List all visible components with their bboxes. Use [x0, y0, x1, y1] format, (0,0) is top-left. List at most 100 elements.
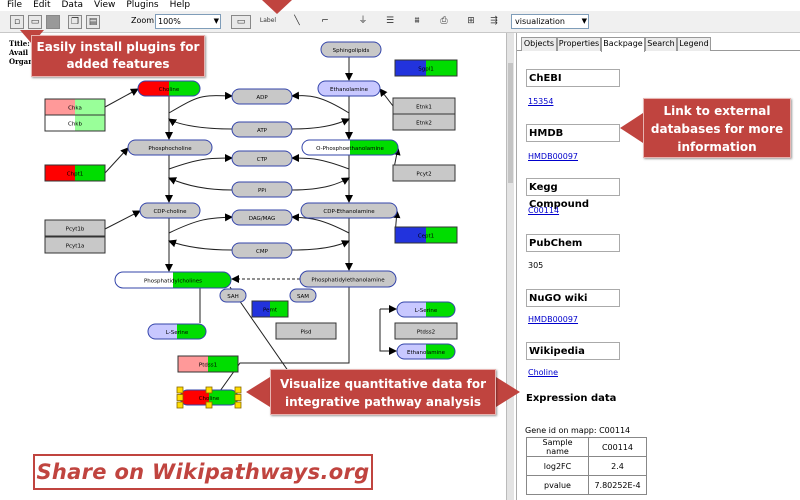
canvas-scrollbar[interactable]: [506, 33, 514, 500]
menu-plugins[interactable]: Plugins: [126, 0, 159, 10]
menu-edit[interactable]: Edit: [33, 0, 51, 10]
open-folder-icon[interactable]: ▭: [28, 15, 42, 29]
node-ethanolamine[interactable]: Ethanolamine: [317, 80, 381, 97]
node-lserine2[interactable]: L-Serine: [396, 301, 456, 318]
node-label: ATP: [257, 128, 268, 134]
node-adp[interactable]: ADP: [231, 88, 293, 105]
node-pcyt1b[interactable]: Pcyt1b: [44, 219, 106, 237]
node-label: Chpt1: [67, 172, 83, 178]
node-ppi[interactable]: PPi: [231, 181, 293, 198]
chebi-link[interactable]: 15354: [528, 97, 554, 106]
pathway-edge: [379, 309, 397, 355]
node-ethanolamine2[interactable]: Ethanolamine: [396, 343, 456, 360]
node-ptdss2[interactable]: Ptdss2: [394, 322, 458, 340]
tab-legend[interactable]: Legend: [677, 37, 711, 51]
node-cdpcholine[interactable]: CDP-choline: [139, 202, 201, 219]
node-phosphatidylcholine[interactable]: Phosphatidylcholines: [114, 271, 232, 289]
selection-handle: [176, 386, 184, 394]
zoom-select[interactable]: 100% ▼: [155, 14, 221, 29]
node-pcyt2[interactable]: Pcyt2: [392, 164, 456, 182]
node-sgpl1[interactable]: Sgpl1: [394, 59, 458, 77]
node-cdpethanol[interactable]: CDP-Ethanolamine: [300, 202, 398, 219]
pathway-diagram[interactable]: CholineSphingolipidsEthanolaminePhosphoc…: [0, 33, 506, 500]
node-pisd[interactable]: Pisd: [275, 322, 337, 340]
node-chpt1[interactable]: Chpt1: [44, 164, 106, 182]
cofactor-edge: [168, 154, 233, 170]
stack-icon[interactable]: ⩩: [414, 16, 420, 26]
node-cept1[interactable]: Cept1: [394, 226, 458, 244]
line-tool-icon[interactable]: ╲: [294, 16, 300, 26]
node-lserine1[interactable]: L-Serine: [147, 323, 207, 340]
tab-objects[interactable]: Objects: [521, 37, 557, 51]
copy-icon[interactable]: ❐: [68, 15, 82, 29]
node-etnk2[interactable]: Etnk2: [392, 113, 456, 131]
align-middle-icon[interactable]: ☰: [385, 16, 395, 26]
node-label: Chka: [68, 106, 82, 112]
tab-properties[interactable]: Properties: [557, 37, 601, 51]
node-sah[interactable]: SAH: [219, 288, 247, 303]
node-phosphatidylethanol[interactable]: Phosphatidylethanolamine: [299, 270, 397, 288]
align-center-icon[interactable]: ⏚: [358, 16, 368, 26]
node-etnk1[interactable]: Etnk1: [392, 97, 456, 115]
toolbar: ▫ ▭ ❐ ▤ Zoom: 100%▼ ▭ Label ╲ ⌐ ⏚ ☰ ⩩ ⎙ …: [0, 11, 800, 33]
gene-product-icon[interactable]: ▭: [231, 15, 251, 29]
node-chka[interactable]: Chka: [44, 98, 106, 116]
node-phosphocholine[interactable]: Phosphocholine: [127, 139, 213, 156]
node-ctp[interactable]: CTP: [231, 150, 293, 167]
menu-data[interactable]: Data: [61, 0, 84, 10]
menu-view[interactable]: View: [94, 0, 116, 10]
share-wikipathways-banner[interactable]: Share on Wikipathways.org: [33, 454, 373, 490]
save-icon[interactable]: [46, 15, 60, 29]
selection-handle: [234, 394, 242, 401]
zoom-value: 100%: [158, 17, 181, 26]
scrollbar-thumb[interactable]: [508, 63, 513, 183]
tab-backpage[interactable]: Backpage: [601, 37, 645, 52]
tab-search[interactable]: Search: [645, 37, 677, 51]
wikipedia-heading: Wikipedia: [526, 342, 620, 360]
node-label: Pcyt2: [416, 172, 431, 178]
node-ptdss1[interactable]: Ptdss1: [177, 355, 239, 373]
wikipedia-link[interactable]: Choline: [528, 368, 558, 377]
node-pemt[interactable]: Pemt: [251, 300, 289, 318]
kegg-link[interactable]: C00114: [528, 206, 560, 215]
node-sphingolipids[interactable]: Sphingolipids: [320, 41, 382, 58]
pathway-edge: [214, 287, 350, 399]
cofactor-edge: [291, 177, 350, 191]
label-button[interactable]: Label: [259, 17, 277, 24]
selection-handle: [234, 386, 242, 394]
new-file-icon[interactable]: ▫: [10, 15, 24, 29]
node-atp[interactable]: ATP: [231, 121, 293, 138]
node-choline[interactable]: Choline: [137, 80, 201, 97]
selection-handle: [234, 401, 242, 409]
selection-handle: [176, 401, 184, 409]
pathway-edge: [104, 210, 141, 230]
menu-bar: File Edit Data View Plugins Help: [0, 0, 800, 11]
menu-file[interactable]: File: [7, 0, 23, 10]
pubchem-heading: PubChem: [526, 234, 620, 252]
node-chkb[interactable]: Chkb: [44, 114, 106, 132]
table-cell: log2FC: [526, 456, 589, 476]
export-icon[interactable]: ⇶: [490, 16, 498, 26]
print-icon[interactable]: ⎙: [440, 16, 448, 26]
node-cmp[interactable]: CMP: [231, 242, 293, 259]
node-label: Phosphatidylcholines: [144, 279, 202, 285]
node-label: Etnk1: [416, 105, 432, 111]
connector-tool-icon[interactable]: ⌐: [321, 16, 329, 26]
hmdb-link[interactable]: HMDB00097: [528, 152, 579, 161]
node-label: Ethanolamine: [330, 87, 369, 93]
nugo-link[interactable]: HMDB00097: [528, 315, 579, 324]
paste-icon[interactable]: ▤: [86, 15, 100, 29]
node-dagmag[interactable]: DAG/MAG: [231, 209, 293, 226]
node-sam[interactable]: SAM: [289, 288, 317, 303]
menu-help[interactable]: Help: [169, 0, 191, 10]
table-cell: 2.4: [588, 456, 647, 476]
node-pcyt1a[interactable]: Pcyt1a: [44, 236, 106, 254]
visualization-select[interactable]: visualization▼: [511, 14, 589, 29]
node-ophospho[interactable]: O-Phosphoethanolamine: [301, 139, 399, 156]
layout-icon[interactable]: ⊞: [467, 16, 475, 26]
table-cell: C00114: [588, 437, 647, 457]
chevron-down-icon: ▼: [213, 17, 219, 25]
